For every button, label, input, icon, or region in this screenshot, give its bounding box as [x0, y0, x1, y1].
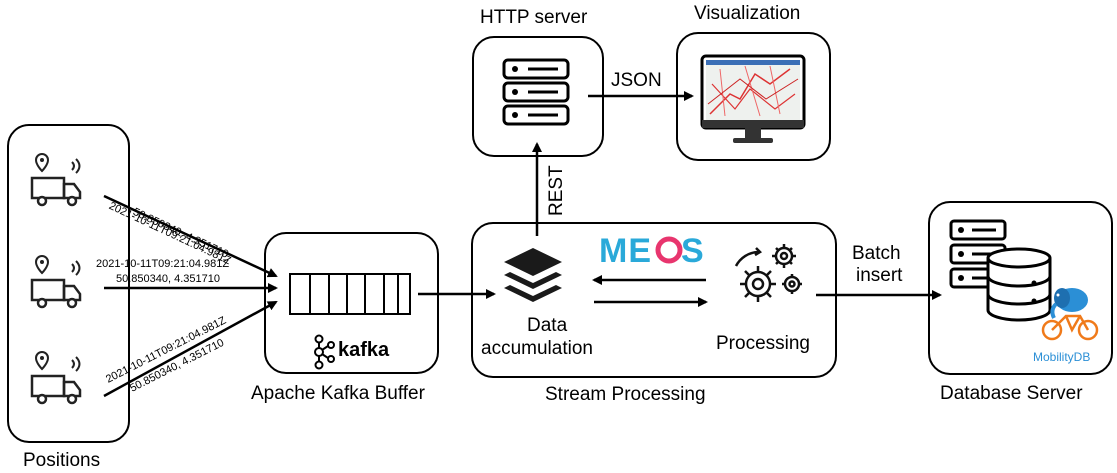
monitor-map-icon	[700, 54, 806, 143]
stream-processing-title: Stream Processing	[545, 384, 706, 405]
http-server-title: HTTP server	[480, 7, 588, 28]
batch-label: Batch	[852, 243, 901, 264]
msg2-timestamp: 2021-10-11T09:21:04.981Z	[96, 258, 230, 270]
truck-location-icon	[30, 350, 82, 405]
elephant-bike-icon	[1041, 288, 1099, 341]
svg-text:ME: ME	[599, 232, 652, 267]
server-rack-icon	[502, 58, 570, 126]
insert-label: insert	[856, 265, 903, 286]
gears-icon	[734, 244, 802, 302]
positions-title: Positions	[23, 450, 101, 471]
arrow-truck3-kafka	[103, 300, 278, 398]
meos-logo: ME S	[599, 232, 704, 267]
json-label: JSON	[611, 70, 662, 91]
mobilitydb-logo-text: MobilityDB	[1033, 350, 1091, 364]
kafka-logo-text: kafka	[338, 339, 390, 361]
layers-icon	[504, 248, 562, 302]
visualization-title: Visualization	[694, 3, 801, 24]
queue-icon	[289, 273, 411, 315]
svg-text:S: S	[681, 232, 704, 267]
truck-location-icon	[30, 254, 82, 309]
database-server-title: Database Server	[940, 383, 1083, 404]
rest-label: REST	[546, 165, 567, 216]
msg2-coords: 50.850340, 4.351710	[116, 273, 220, 285]
kafka-icon	[314, 334, 335, 370]
kafka-title: Apache Kafka Buffer	[251, 383, 425, 404]
processing-label: Processing	[716, 333, 810, 354]
accumulation-label: accumulation	[481, 338, 593, 359]
positions-box	[7, 124, 130, 443]
database-icon	[986, 247, 1052, 322]
arrow-truck1-kafka	[103, 194, 278, 278]
truck-location-icon	[30, 152, 82, 207]
data-label: Data	[527, 315, 568, 336]
